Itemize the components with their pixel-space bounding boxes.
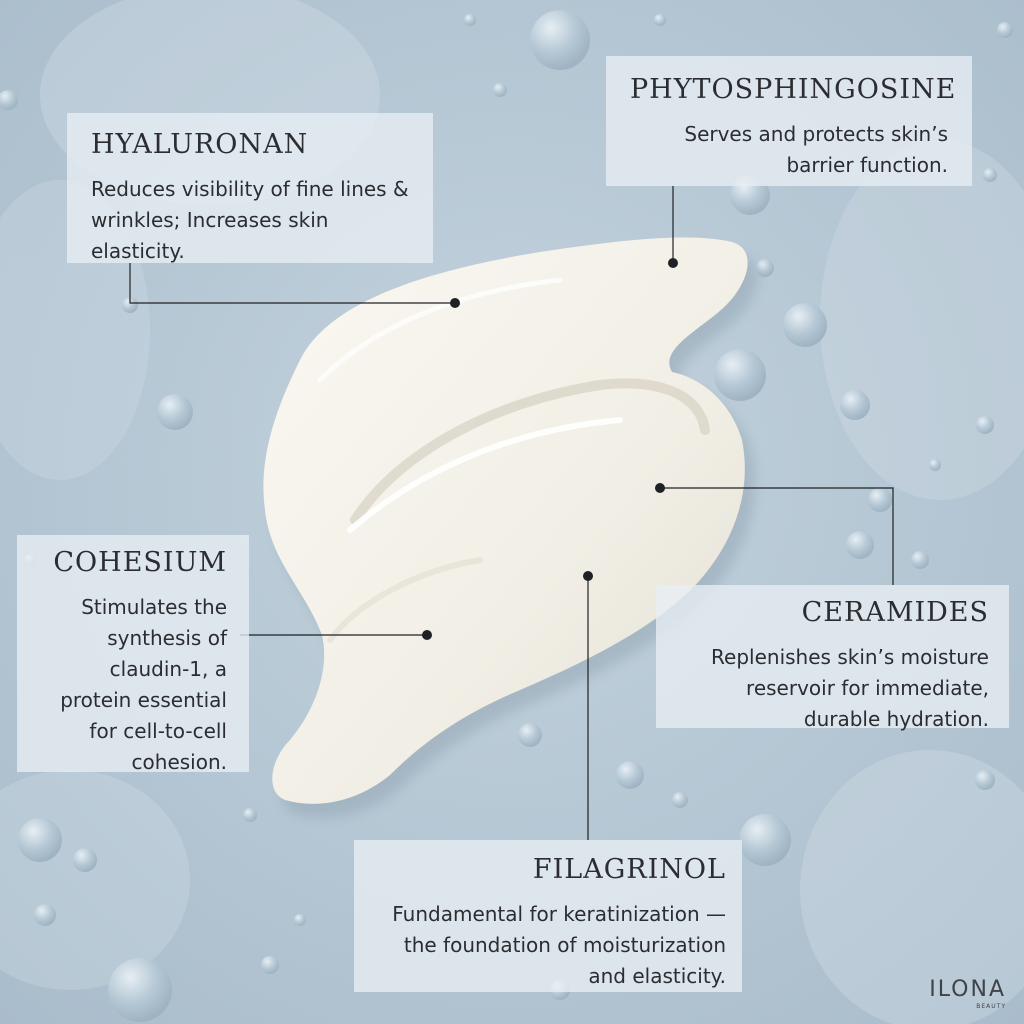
phytosphingosine-callout: PHYTOSPHINGOSINE Serves and protects ski…	[606, 56, 972, 186]
phytosphingosine-description: Serves and protects skin’s barrier funct…	[684, 122, 948, 177]
hyaluronan-description: Reduces visibility of fine lines & wrink…	[91, 177, 409, 263]
ceramides-description: Replenishes skin’s moisture reservoir fo…	[711, 645, 989, 731]
cream-swirl	[263, 237, 758, 818]
cohesium-description: Stimulates the synthesis of claudin-1, a…	[60, 595, 227, 774]
cohesium-callout: COHESIUM Stimulates the synthesis of cla…	[17, 535, 249, 774]
ceramides-callout: CERAMIDES Replenishes skin’s moisture re…	[656, 585, 1009, 731]
ceramides-title: CERAMIDES	[801, 597, 989, 628]
hyaluronan-title: HYALURONAN	[91, 129, 309, 160]
filagrinol-description: Fundamental for keratinization — the fou…	[392, 902, 726, 988]
filagrinol-callout: FILAGRINOL Fundamental for keratinizatio…	[354, 840, 742, 992]
brand-name: ILONA	[929, 977, 1006, 1002]
filagrinol-title: FILAGRINOL	[532, 854, 726, 885]
brand-logo: ILONA BEAUTY	[929, 977, 1006, 1011]
cohesium-title: COHESIUM	[53, 547, 227, 578]
phytosphingosine-title: PHYTOSPHINGOSINE	[630, 74, 957, 105]
brand-subtitle: BEAUTY	[976, 1003, 1006, 1010]
hyaluronan-callout: HYALURONAN Reduces visibility of fine li…	[67, 113, 433, 263]
